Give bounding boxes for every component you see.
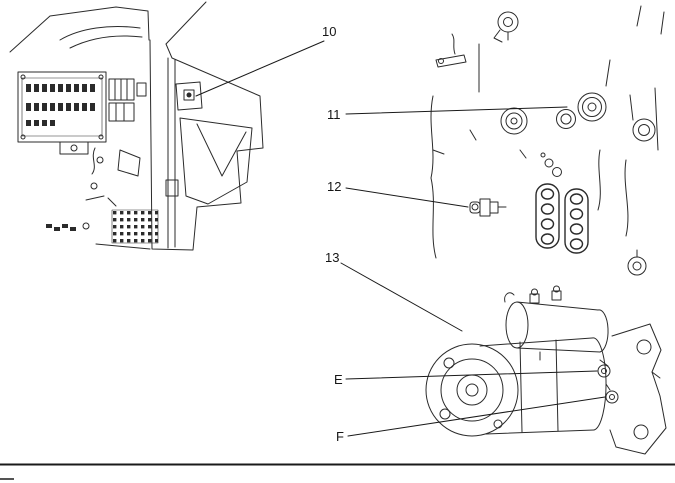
slotted-strip-right bbox=[564, 188, 589, 254]
solenoid-terminals bbox=[597, 359, 619, 404]
callout-label-10: 10 bbox=[322, 24, 336, 39]
harness-connectors bbox=[108, 78, 147, 122]
grille-mesh bbox=[112, 210, 158, 243]
footer-rule bbox=[0, 463, 675, 480]
callout-label-11: 11 bbox=[327, 107, 341, 122]
callout-label-12: 12 bbox=[327, 179, 341, 194]
leader-10 bbox=[195, 40, 325, 97]
callout-labels: 10 11 12 13 E F bbox=[322, 24, 344, 444]
leader-lines bbox=[195, 40, 606, 437]
ecm-connector-pins bbox=[26, 84, 95, 126]
callout-label-E: E bbox=[334, 372, 343, 387]
callout-label-F: F bbox=[336, 429, 344, 444]
clip-part bbox=[435, 33, 467, 68]
ecm-module bbox=[17, 71, 107, 155]
leader-F bbox=[347, 396, 606, 437]
top-sensor bbox=[493, 11, 519, 43]
leader-E bbox=[345, 370, 598, 380]
ecm-compartment-illustration bbox=[9, 1, 264, 251]
callout-11-sensor bbox=[577, 92, 607, 122]
starter-body bbox=[425, 337, 607, 437]
leader-13 bbox=[340, 262, 463, 332]
starter-motor-illustration bbox=[425, 285, 667, 455]
engine-block-illustration bbox=[430, 5, 665, 276]
mounting-flange bbox=[609, 323, 667, 455]
callout-12-sensor bbox=[469, 198, 507, 217]
callout-label-13: 13 bbox=[325, 250, 339, 265]
slotted-strip-left bbox=[535, 183, 560, 249]
callout-10-component bbox=[175, 81, 203, 111]
leader-12 bbox=[345, 187, 469, 208]
starter-solenoid bbox=[504, 285, 609, 361]
sensor-boss-mid bbox=[556, 109, 576, 129]
leader-11 bbox=[345, 106, 568, 115]
sensor-boss-left bbox=[500, 107, 528, 135]
